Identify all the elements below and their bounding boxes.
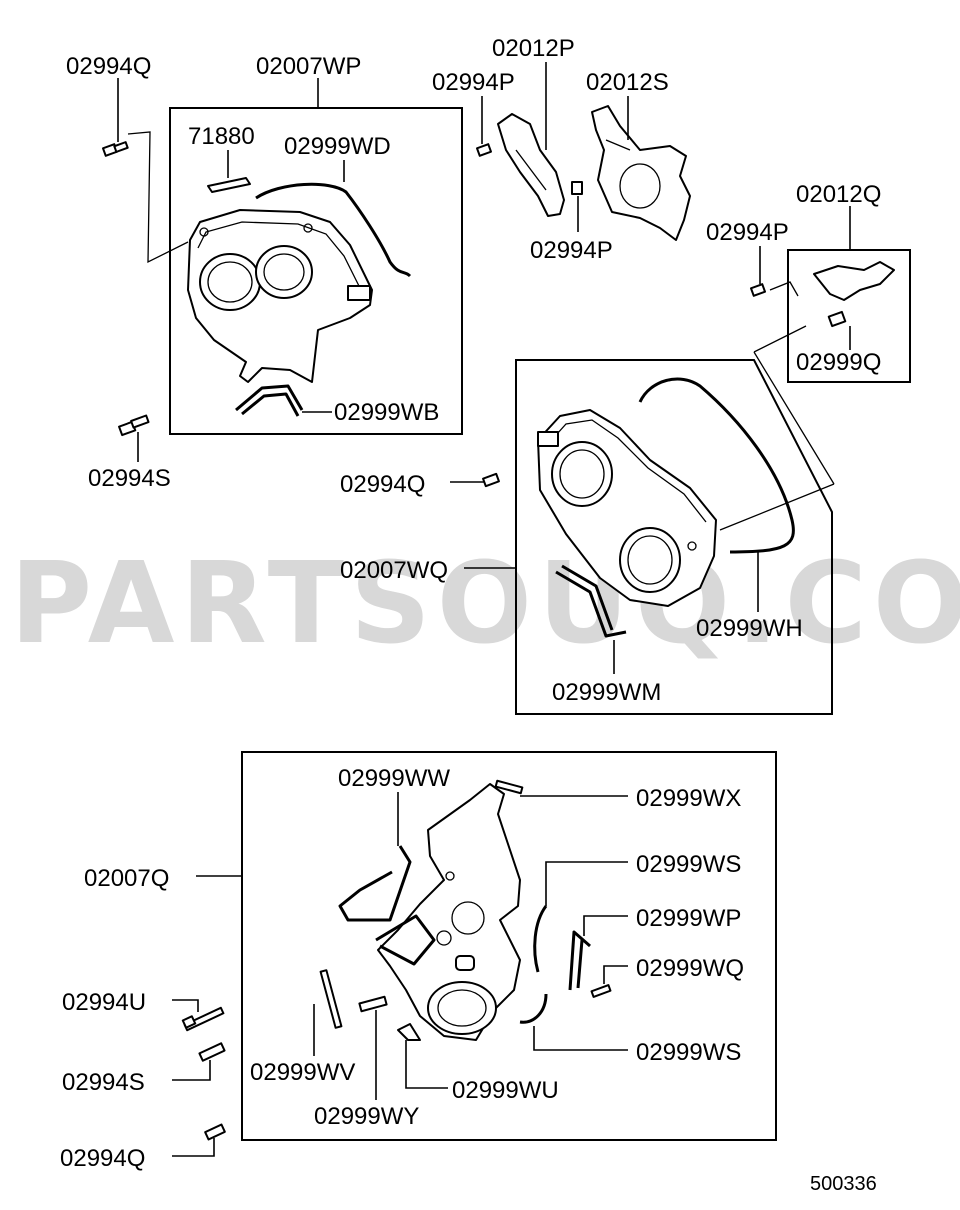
seal-02999WV: [319, 969, 343, 1029]
bolt-02994P-c: [749, 283, 767, 297]
label-plate-71880: [207, 177, 251, 193]
seal-02999WD: [255, 182, 412, 278]
bolt-02994S-top: [118, 414, 150, 437]
rear-timing-plate-02007Q: [377, 783, 521, 1041]
seal-02999WS-lower: [519, 993, 548, 1024]
label-02994Q-top: 02994Q: [66, 53, 151, 80]
label-02007Q: 02007Q: [84, 865, 169, 892]
bracket-02012P: [497, 113, 565, 217]
label-02007WP: 02007WP: [256, 53, 361, 80]
label-02994Q-bottom: 02994Q: [60, 1145, 145, 1172]
label-02999WX: 02999WX: [636, 785, 741, 812]
seal-02999WS-upper: [533, 905, 548, 973]
label-02994U: 02994U: [62, 989, 146, 1016]
watermark: PARTSOUQ.COM: [10, 539, 960, 669]
bolt-02994Q-bottom: [204, 1123, 226, 1141]
label-02999Q: 02999Q: [796, 349, 881, 376]
label-02012Q: 02012Q: [796, 181, 881, 208]
gasket-02999WP: [568, 930, 591, 991]
label-02994Q-mid: 02994Q: [340, 471, 425, 498]
lower-timing-cover-02007WQ: [537, 409, 717, 607]
label-02999WM: 02999WM: [552, 679, 661, 706]
label-02999WW: 02999WW: [338, 765, 450, 792]
diagram-code: 500336: [810, 1173, 877, 1195]
label-02999WH: 02999WH: [696, 615, 803, 642]
group-box-02007WP: [169, 107, 463, 435]
label-02999WU: 02999WU: [452, 1077, 559, 1104]
seal-02999Q: [827, 310, 847, 328]
seal-02999WH: [638, 377, 795, 554]
label-02994P-c: 02994P: [706, 219, 789, 246]
bracket-02012Q: [813, 261, 895, 301]
bolt-02994Q-mid: [482, 472, 500, 488]
label-02999WS-b: 02999WS: [636, 1039, 741, 1066]
group-box-02007Q: [241, 751, 777, 1141]
bolt-02994P-b: [571, 181, 583, 195]
label-02012S: 02012S: [586, 69, 669, 96]
label-02999WP: 02999WP: [636, 905, 741, 932]
label-02999WY: 02999WY: [314, 1103, 419, 1130]
label-71880: 71880: [188, 123, 255, 150]
label-02007WQ: 02007WQ: [340, 557, 448, 584]
gasket-02999WM: [555, 564, 627, 638]
seal-02999WY: [358, 995, 388, 1013]
upper-timing-cover: [187, 209, 373, 383]
label-02999WB: 02999WB: [334, 399, 439, 426]
label-02999WS-a: 02999WS: [636, 851, 741, 878]
label-02999WD: 02999WD: [284, 133, 391, 160]
label-02994S-bottom: 02994S: [62, 1069, 145, 1096]
seal-02999WQ: [590, 984, 612, 998]
group-box-02007WQ: [515, 359, 833, 715]
seal-02999WX: [494, 779, 524, 795]
gasket-02999WB: [235, 384, 304, 417]
label-02994P-b: 02994P: [530, 237, 613, 264]
label-02999WQ: 02999WQ: [636, 955, 744, 982]
bolt-02994Q-top: [101, 141, 129, 157]
group-box-02012Q: [787, 249, 911, 383]
bracket-02012S: [591, 105, 691, 241]
seal-02999WU: [397, 1023, 421, 1041]
bolt-02994S-bottom: [198, 1042, 226, 1062]
label-02994S-top: 02994S: [88, 465, 171, 492]
bolt-02994P-a: [475, 143, 493, 157]
label-02012P: 02012P: [492, 35, 575, 62]
bolt-02994U: [181, 1006, 225, 1032]
label-02994P-a: 02994P: [432, 69, 515, 96]
label-02999WV: 02999WV: [250, 1059, 355, 1086]
gasket-02999WW: [338, 845, 412, 922]
gasket-02999WW-lower: [375, 914, 436, 966]
